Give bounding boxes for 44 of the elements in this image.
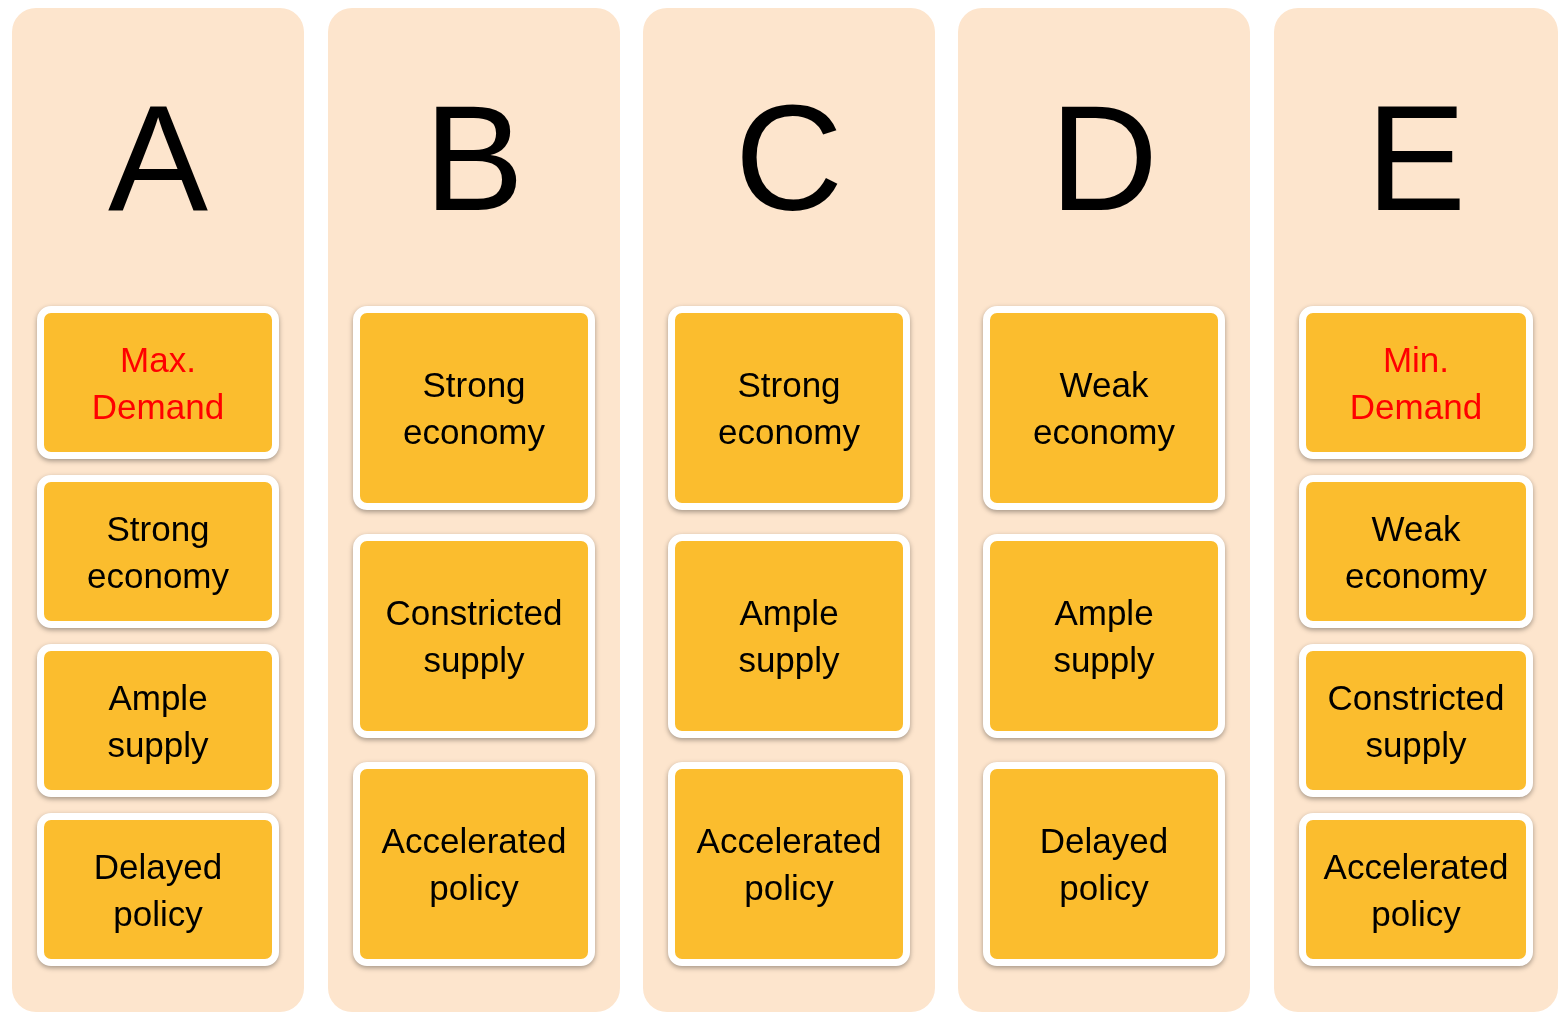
box-label: Weak economy: [1344, 507, 1488, 597]
scenario-box: [37, 644, 279, 797]
column-panel: [1274, 8, 1558, 1012]
column-heading: C: [733, 78, 845, 238]
scenario-box: [37, 813, 279, 966]
scenario-box: [983, 762, 1225, 966]
box-label: Accelerated policy: [1322, 845, 1510, 935]
box-label: Accelerated policy: [380, 820, 568, 909]
scenario-box: [1299, 813, 1533, 966]
scenario-box: [668, 534, 910, 738]
column-panel: [328, 8, 620, 1012]
column-heading: E: [1364, 78, 1468, 238]
column-panel: [958, 8, 1250, 1012]
box-label: Strong economy: [717, 364, 861, 453]
box-label: Strong economy: [86, 507, 230, 597]
box-label: Min. Demand: [1348, 338, 1484, 428]
column-heading: A: [106, 78, 210, 238]
box-label: Ample supply: [737, 592, 841, 681]
scenario-box: [668, 762, 910, 966]
box-label: Constricted supply: [384, 592, 564, 681]
scenario-box: [353, 534, 595, 738]
scenario-box: [37, 475, 279, 628]
column-heading: D: [1048, 78, 1160, 238]
box-label: Constricted supply: [1326, 676, 1506, 766]
scenario-box: [983, 534, 1225, 738]
box-label: Delayed policy: [92, 845, 224, 935]
column-panel: [643, 8, 935, 1012]
scenario-box: [353, 306, 595, 510]
scenario-box: [1299, 475, 1533, 628]
column-panel: [12, 8, 304, 1012]
scenario-box: [353, 762, 595, 966]
box-label: Weak economy: [1032, 364, 1176, 453]
scenario-box: [983, 306, 1225, 510]
scenario-box: [1299, 644, 1533, 797]
scenario-box: [37, 306, 279, 459]
scenario-box: [668, 306, 910, 510]
box-label: Delayed policy: [1038, 820, 1170, 909]
box-label: Accelerated policy: [695, 820, 883, 909]
box-label: Ample supply: [106, 676, 210, 766]
box-label: Strong economy: [402, 364, 546, 453]
scenario-box: [1299, 306, 1533, 459]
box-label: Max. Demand: [90, 338, 226, 428]
column-heading: B: [422, 78, 526, 238]
box-label: Ample supply: [1052, 592, 1156, 681]
